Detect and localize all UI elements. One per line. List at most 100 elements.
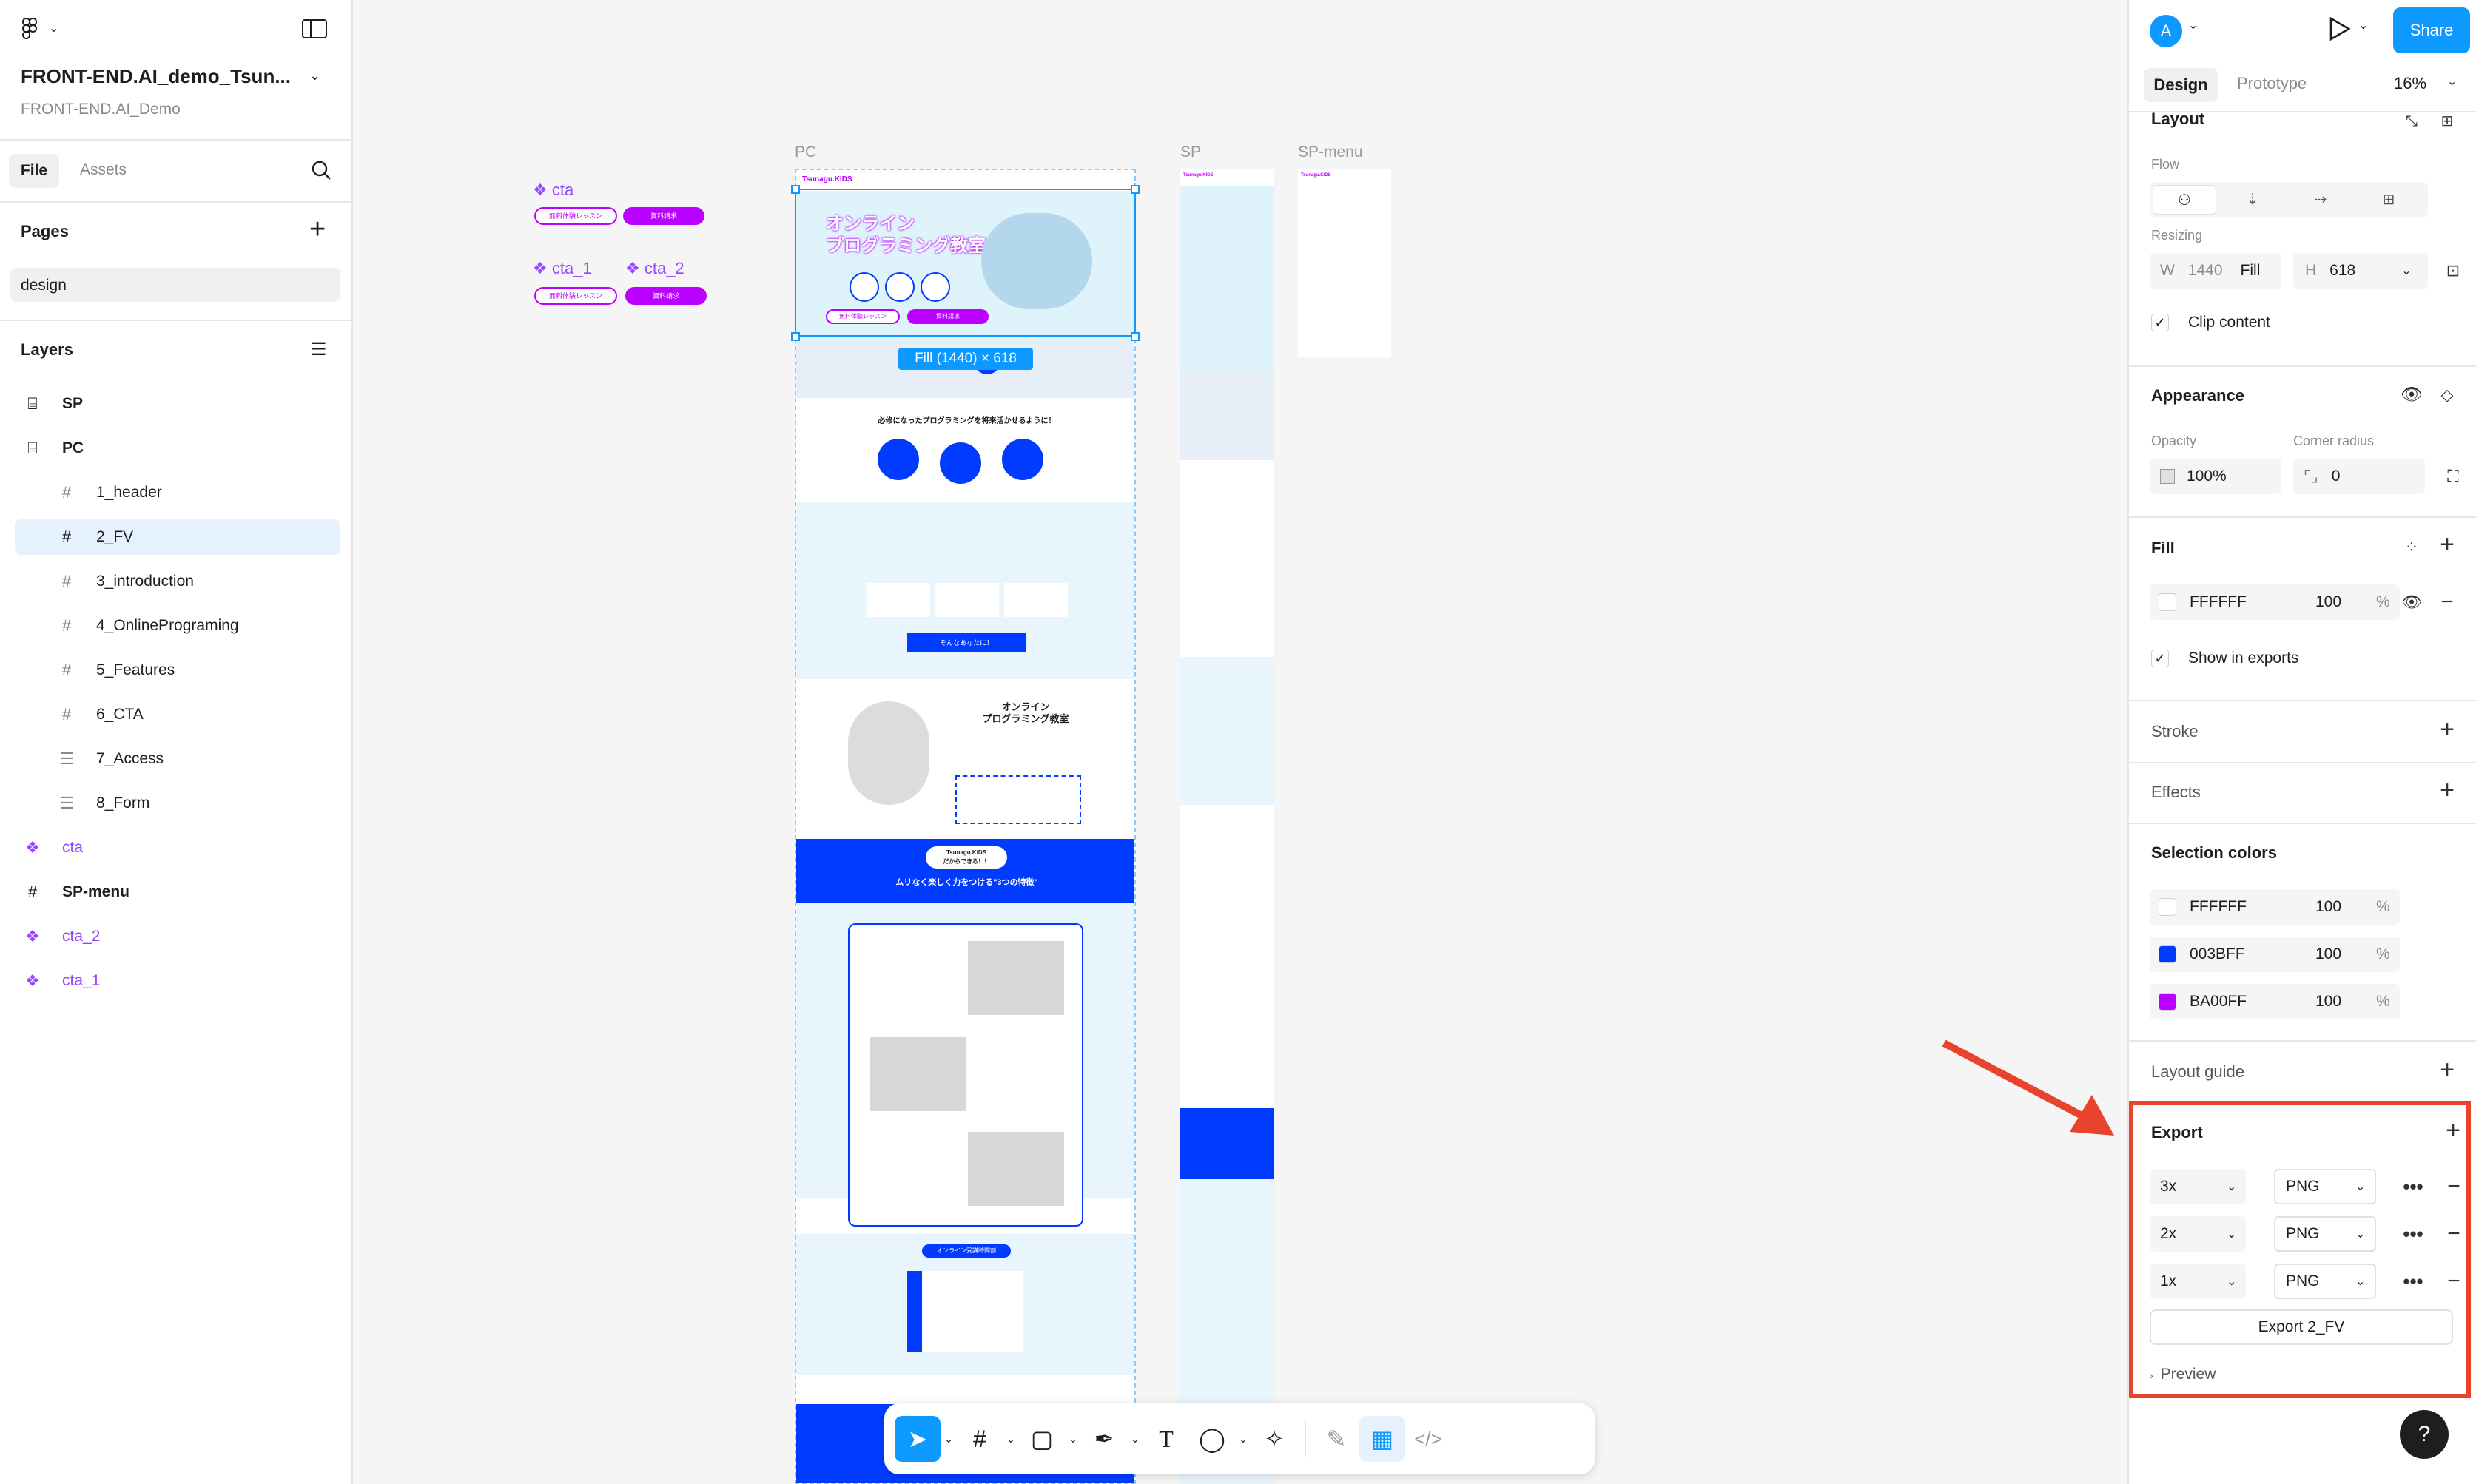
chevron-down-icon[interactable]: ⌄: [2227, 1181, 2237, 1193]
selection-handle[interactable]: [791, 185, 800, 194]
blend-mode-icon[interactable]: ◇: [2440, 385, 2454, 404]
pen-tool-icon[interactable]: ✒: [1094, 1426, 1114, 1452]
export-button[interactable]: Export 2_FV: [2150, 1309, 2453, 1345]
chevron-down-icon[interactable]: ⌄: [2188, 19, 2199, 32]
selection-box[interactable]: [795, 189, 1136, 337]
chevron-down-icon[interactable]: ⌄: [309, 68, 321, 83]
fill-swatch[interactable]: [2159, 593, 2176, 611]
chevron-down-icon[interactable]: ⌄: [943, 1433, 954, 1446]
fill-field[interactable]: FFFFFF 100 %: [2150, 584, 2400, 620]
more-options-icon[interactable]: •••: [2403, 1176, 2423, 1198]
color-swatch[interactable]: [2159, 898, 2176, 916]
add-layout-guide-icon[interactable]: +: [2440, 1056, 2455, 1084]
layer-item[interactable]: ⌸SP: [15, 386, 340, 422]
tab-file[interactable]: File: [9, 154, 59, 188]
add-fill-icon[interactable]: +: [2440, 530, 2455, 559]
remove-fill-icon[interactable]: −: [2440, 590, 2454, 614]
styles-grid-icon[interactable]: ⁘: [2404, 538, 2419, 556]
more-options-icon[interactable]: •••: [2403, 1270, 2423, 1292]
chevron-down-icon[interactable]: ⌄: [1130, 1433, 1140, 1446]
layer-item[interactable]: #4_OnlinePrograming: [15, 608, 340, 644]
sp-frame[interactable]: Tsunagu.KIDS: [1180, 169, 1274, 1484]
rectangle-tool-icon[interactable]: ▢: [1030, 1426, 1054, 1452]
present-icon[interactable]: [2329, 16, 2351, 45]
color-swatch[interactable]: [2159, 993, 2176, 1011]
comment-tool-icon[interactable]: ◯: [1199, 1426, 1225, 1452]
frame-label-cta2[interactable]: ❖ cta_2: [625, 259, 684, 277]
width-field[interactable]: W 1440 Fill: [2150, 253, 2281, 289]
clip-content-checkbox[interactable]: ✓: [2151, 314, 2169, 331]
chevron-down-icon[interactable]: ⌄: [2401, 265, 2412, 277]
chevron-down-icon[interactable]: ⌄: [2358, 19, 2369, 32]
export-scale-select[interactable]: 3x⌄: [2150, 1169, 2246, 1204]
chevron-down-icon[interactable]: ⌄: [2355, 1275, 2366, 1288]
layer-item[interactable]: ⌸PC: [15, 431, 340, 466]
layer-item[interactable]: ☰7_Access: [15, 741, 340, 777]
layer-item[interactable]: ❖cta: [15, 830, 340, 866]
corner-radius-field[interactable]: ⌜⌟ 0: [2293, 459, 2425, 494]
layer-item[interactable]: ❖cta_2: [15, 919, 340, 954]
opacity-field[interactable]: 100%: [2150, 459, 2281, 494]
tab-design[interactable]: Design: [2144, 68, 2218, 102]
cta1-component[interactable]: 無料体験レッスン: [534, 287, 617, 305]
page-item-design[interactable]: design: [10, 268, 340, 302]
flow-horizontal-icon[interactable]: ⇢: [2314, 192, 2327, 208]
file-name[interactable]: FRONT-END.AI_demo_Tsun...: [21, 65, 291, 87]
frame-label-spmenu[interactable]: SP-menu: [1298, 144, 1363, 161]
spmenu-frame[interactable]: Tsunagu.KIDS: [1298, 169, 1391, 357]
chevron-down-icon[interactable]: ⌄: [1068, 1433, 1078, 1446]
more-options-icon[interactable]: •••: [2403, 1223, 2423, 1245]
add-effect-icon[interactable]: +: [2440, 776, 2455, 804]
layer-item[interactable]: #6_CTA: [15, 697, 340, 732]
chevron-down-icon[interactable]: ⌄: [2227, 1275, 2237, 1288]
dev-mode-icon[interactable]: </>: [1414, 1427, 1442, 1450]
tab-assets[interactable]: Assets: [80, 161, 127, 178]
chevron-down-icon[interactable]: ⌄: [2227, 1228, 2237, 1241]
flow-vertical-icon[interactable]: ⇣: [2246, 192, 2259, 208]
resize-to-fit-icon[interactable]: ⊡: [2446, 261, 2460, 280]
chevron-down-icon[interactable]: ⌄: [49, 22, 59, 35]
auto-layout-icon[interactable]: ⊞: [2440, 113, 2454, 129]
height-field[interactable]: H 618 ⌄: [2293, 253, 2428, 289]
add-page-icon[interactable]: +: [309, 214, 326, 245]
flow-freeform-icon[interactable]: ⚇: [2153, 185, 2216, 215]
frame-tool-icon[interactable]: #: [973, 1425, 986, 1452]
design-mode-icon[interactable]: ▦: [1359, 1416, 1405, 1462]
layer-item[interactable]: #3_introduction: [15, 564, 340, 599]
independent-corners-icon[interactable]: ⛶: [2447, 467, 2459, 485]
add-export-icon[interactable]: +: [2446, 1116, 2460, 1144]
figma-logo-icon[interactable]: [21, 18, 37, 46]
export-scale-select[interactable]: 1x⌄: [2150, 1264, 2246, 1299]
tab-prototype[interactable]: Prototype: [2237, 74, 2307, 92]
frame-label-cta1[interactable]: ❖ cta_1: [533, 259, 592, 277]
add-stroke-icon[interactable]: +: [2440, 715, 2455, 743]
text-tool-icon[interactable]: T: [1159, 1425, 1174, 1452]
actions-tool-icon[interactable]: ✧: [1264, 1426, 1285, 1452]
selection-handle[interactable]: [791, 332, 800, 341]
show-in-exports-checkbox[interactable]: ✓: [2151, 650, 2169, 667]
visibility-eye-icon[interactable]: 👁: [2400, 385, 2423, 405]
frame-label-cta[interactable]: ❖ cta: [533, 181, 574, 199]
zoom-level[interactable]: 16%: [2394, 74, 2427, 92]
export-format-select[interactable]: PNG⌄: [2274, 1216, 2376, 1252]
cta2-component[interactable]: 資料請求: [625, 287, 707, 305]
chevron-down-icon[interactable]: ⌄: [1006, 1433, 1016, 1446]
frame-label-pc[interactable]: PC: [795, 144, 817, 161]
layer-item[interactable]: #SP-menu: [15, 874, 340, 910]
project-name[interactable]: FRONT-END.AI_Demo: [21, 101, 181, 118]
layer-item[interactable]: #5_Features: [15, 652, 340, 688]
selection-handle[interactable]: [1131, 332, 1140, 341]
selection-handle[interactable]: [1131, 185, 1140, 194]
chevron-down-icon[interactable]: ⌄: [2355, 1228, 2366, 1241]
color-swatch[interactable]: [2159, 945, 2176, 963]
share-button[interactable]: Share: [2393, 7, 2470, 53]
layer-item[interactable]: ☰8_Form: [15, 786, 340, 821]
chevron-down-icon[interactable]: ⌄: [2447, 75, 2458, 88]
chevron-down-icon[interactable]: ⌄: [2355, 1181, 2366, 1193]
sort-layers-icon[interactable]: ☰: [311, 340, 327, 360]
help-button[interactable]: ?: [2400, 1410, 2449, 1459]
canvas[interactable]: ❖ cta 無料体験レッスン 資料請求 ❖ cta_1 ❖ cta_2 無料体験…: [353, 0, 2127, 1484]
search-icon[interactable]: [311, 160, 332, 184]
collapse-icon[interactable]: ⤡: [2406, 113, 2418, 129]
